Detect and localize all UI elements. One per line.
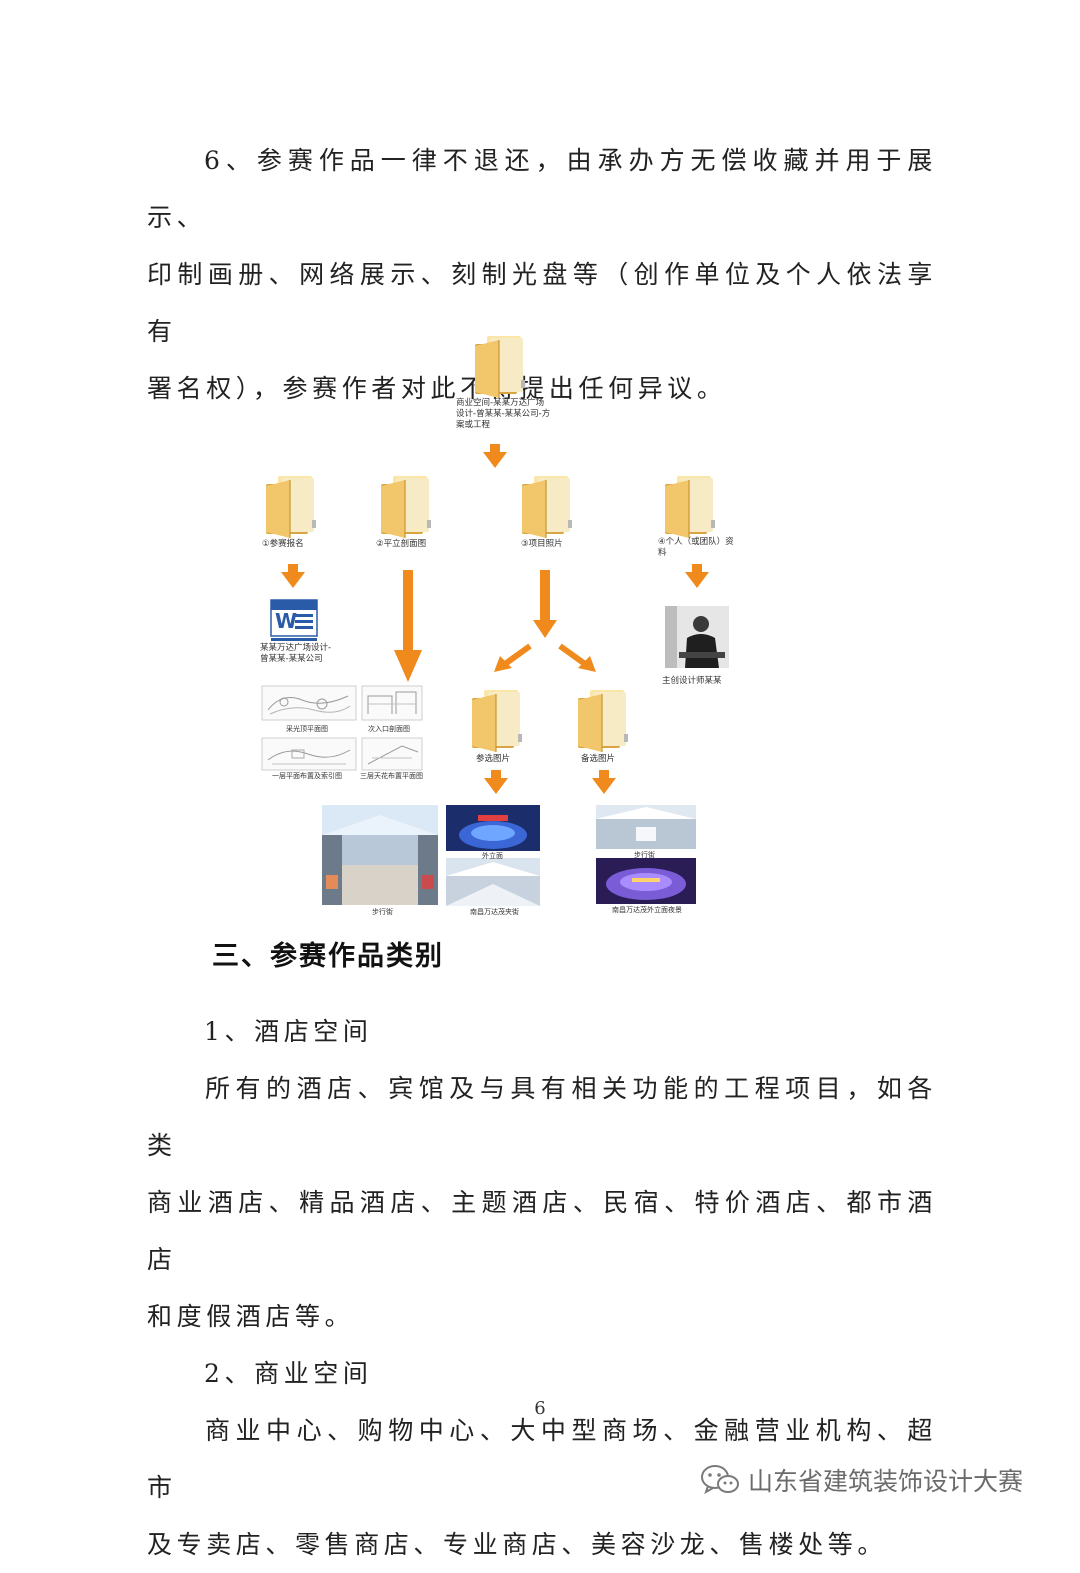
item2-line-1: 商业中心、购物中心、大中型商场、金融营业机构、超市: [147, 1416, 937, 1502]
item1-line-2: 商业酒店、精品酒店、主题酒店、民宿、特价酒店、都市酒店: [147, 1188, 937, 1274]
page-number: 6: [534, 1398, 546, 1419]
drawing-label-skylight: 采光顶平面图: [286, 725, 328, 733]
long-arrow-down-icon: [394, 570, 422, 682]
folder-structure-diagram: W: [0, 320, 1080, 930]
photo-night-facade: [596, 858, 696, 904]
word-document-label: 某某万达广场设计-曾某某-某某公司: [260, 643, 332, 664]
diagram-graphics: W: [261, 335, 729, 906]
photo-pedestrian-street: [322, 805, 438, 905]
folder-icon-drawings: [380, 475, 432, 539]
intro-line-3: 署名权），参赛作者对此不得提出任何异议。: [147, 374, 727, 403]
intro-line-1: 6、参赛作品一律不退还，由承办方无偿收藏并用于展示、: [147, 146, 937, 232]
drawing-label-section: 次入口剖面图: [368, 725, 410, 733]
photo-facade: [446, 805, 540, 851]
svg-text:W: W: [275, 609, 297, 633]
item1-title: 1、酒店空间: [204, 1017, 373, 1046]
photo-label-facade: 外立面: [482, 852, 503, 860]
folder-label-drawings: ②平立剖面图: [376, 539, 427, 549]
arrow-down-icon: [685, 564, 709, 588]
drawing-ceiling-plan: [361, 737, 423, 771]
folder-icon-backup-pictures: [577, 689, 629, 753]
item1-line-3: 和度假酒店等。: [147, 1302, 355, 1331]
wechat-icon: [701, 1465, 739, 1495]
designer-label: 主创设计师某某: [662, 676, 722, 686]
photo-label-nanchang: 南昌万达茂夹街: [470, 908, 519, 916]
drawing-label-floor: 一层平面布置及索引图: [272, 772, 342, 780]
folder-label-personal: ④个人（或团队）资料: [658, 537, 734, 558]
folder-icon-personal: [664, 475, 716, 539]
folder-icon-selected-pictures: [471, 689, 523, 753]
photo-label-street-2: 步行街: [634, 851, 655, 859]
item2-title: 2、商业空间: [204, 1359, 373, 1388]
drawing-skylight-plan: [261, 685, 357, 721]
root-folder-label: 商业空间-某某万达广场设计-曾某某-某某公司-方案或工程: [456, 398, 551, 430]
arrow-down-icon: [484, 770, 508, 794]
photo-pedestrian-street-2: [596, 805, 696, 849]
photo-label-night: 南昌万达茂外立面夜景: [612, 906, 682, 914]
arrow-down-icon: [592, 770, 616, 794]
folder-label-photos: ③项目照片: [521, 539, 563, 549]
photo-label-street: 步行街: [372, 908, 393, 916]
designer-portrait: [665, 606, 729, 668]
drawing-entrance-section: [361, 685, 423, 721]
intro-paragraph: 6、参赛作品一律不退还，由承办方无偿收藏并用于展示、 印制画册、网络展示、刻制光…: [147, 132, 937, 417]
folder-icon-registration: [265, 475, 317, 539]
photo-nanchang-street: [446, 858, 540, 906]
folder-label-registration: ①参赛报名: [262, 539, 304, 549]
watermark-text: 山东省建筑装饰设计大赛: [748, 1467, 1024, 1496]
watermark: 山东省建筑装饰设计大赛: [700, 1460, 1023, 1500]
drawing-floor-plan: [261, 737, 357, 771]
section-heading: 三、参赛作品类别: [212, 941, 444, 972]
root-folder-icon: [474, 335, 526, 399]
folder-icon-photos: [521, 475, 573, 539]
arrow-down-icon: [281, 564, 305, 588]
arrow-down-icon: [483, 444, 507, 468]
word-document-icon: W: [270, 599, 318, 641]
item2-line-2: 及专卖店、零售商店、专业商店、美容沙龙、售楼处等。: [147, 1530, 888, 1559]
subfolder-label-backup: 备选图片: [581, 754, 616, 764]
item1-line-1: 所有的酒店、宾馆及与具有相关功能的工程项目，如各类: [147, 1074, 937, 1160]
drawing-label-ceiling: 三层天花布置平面图: [360, 772, 423, 780]
intro-line-2: 印制画册、网络展示、刻制光盘等（创作单位及个人依法享有: [147, 260, 937, 346]
subfolder-label-selected: 参选图片: [476, 754, 511, 764]
split-arrow-icon: [494, 570, 596, 672]
